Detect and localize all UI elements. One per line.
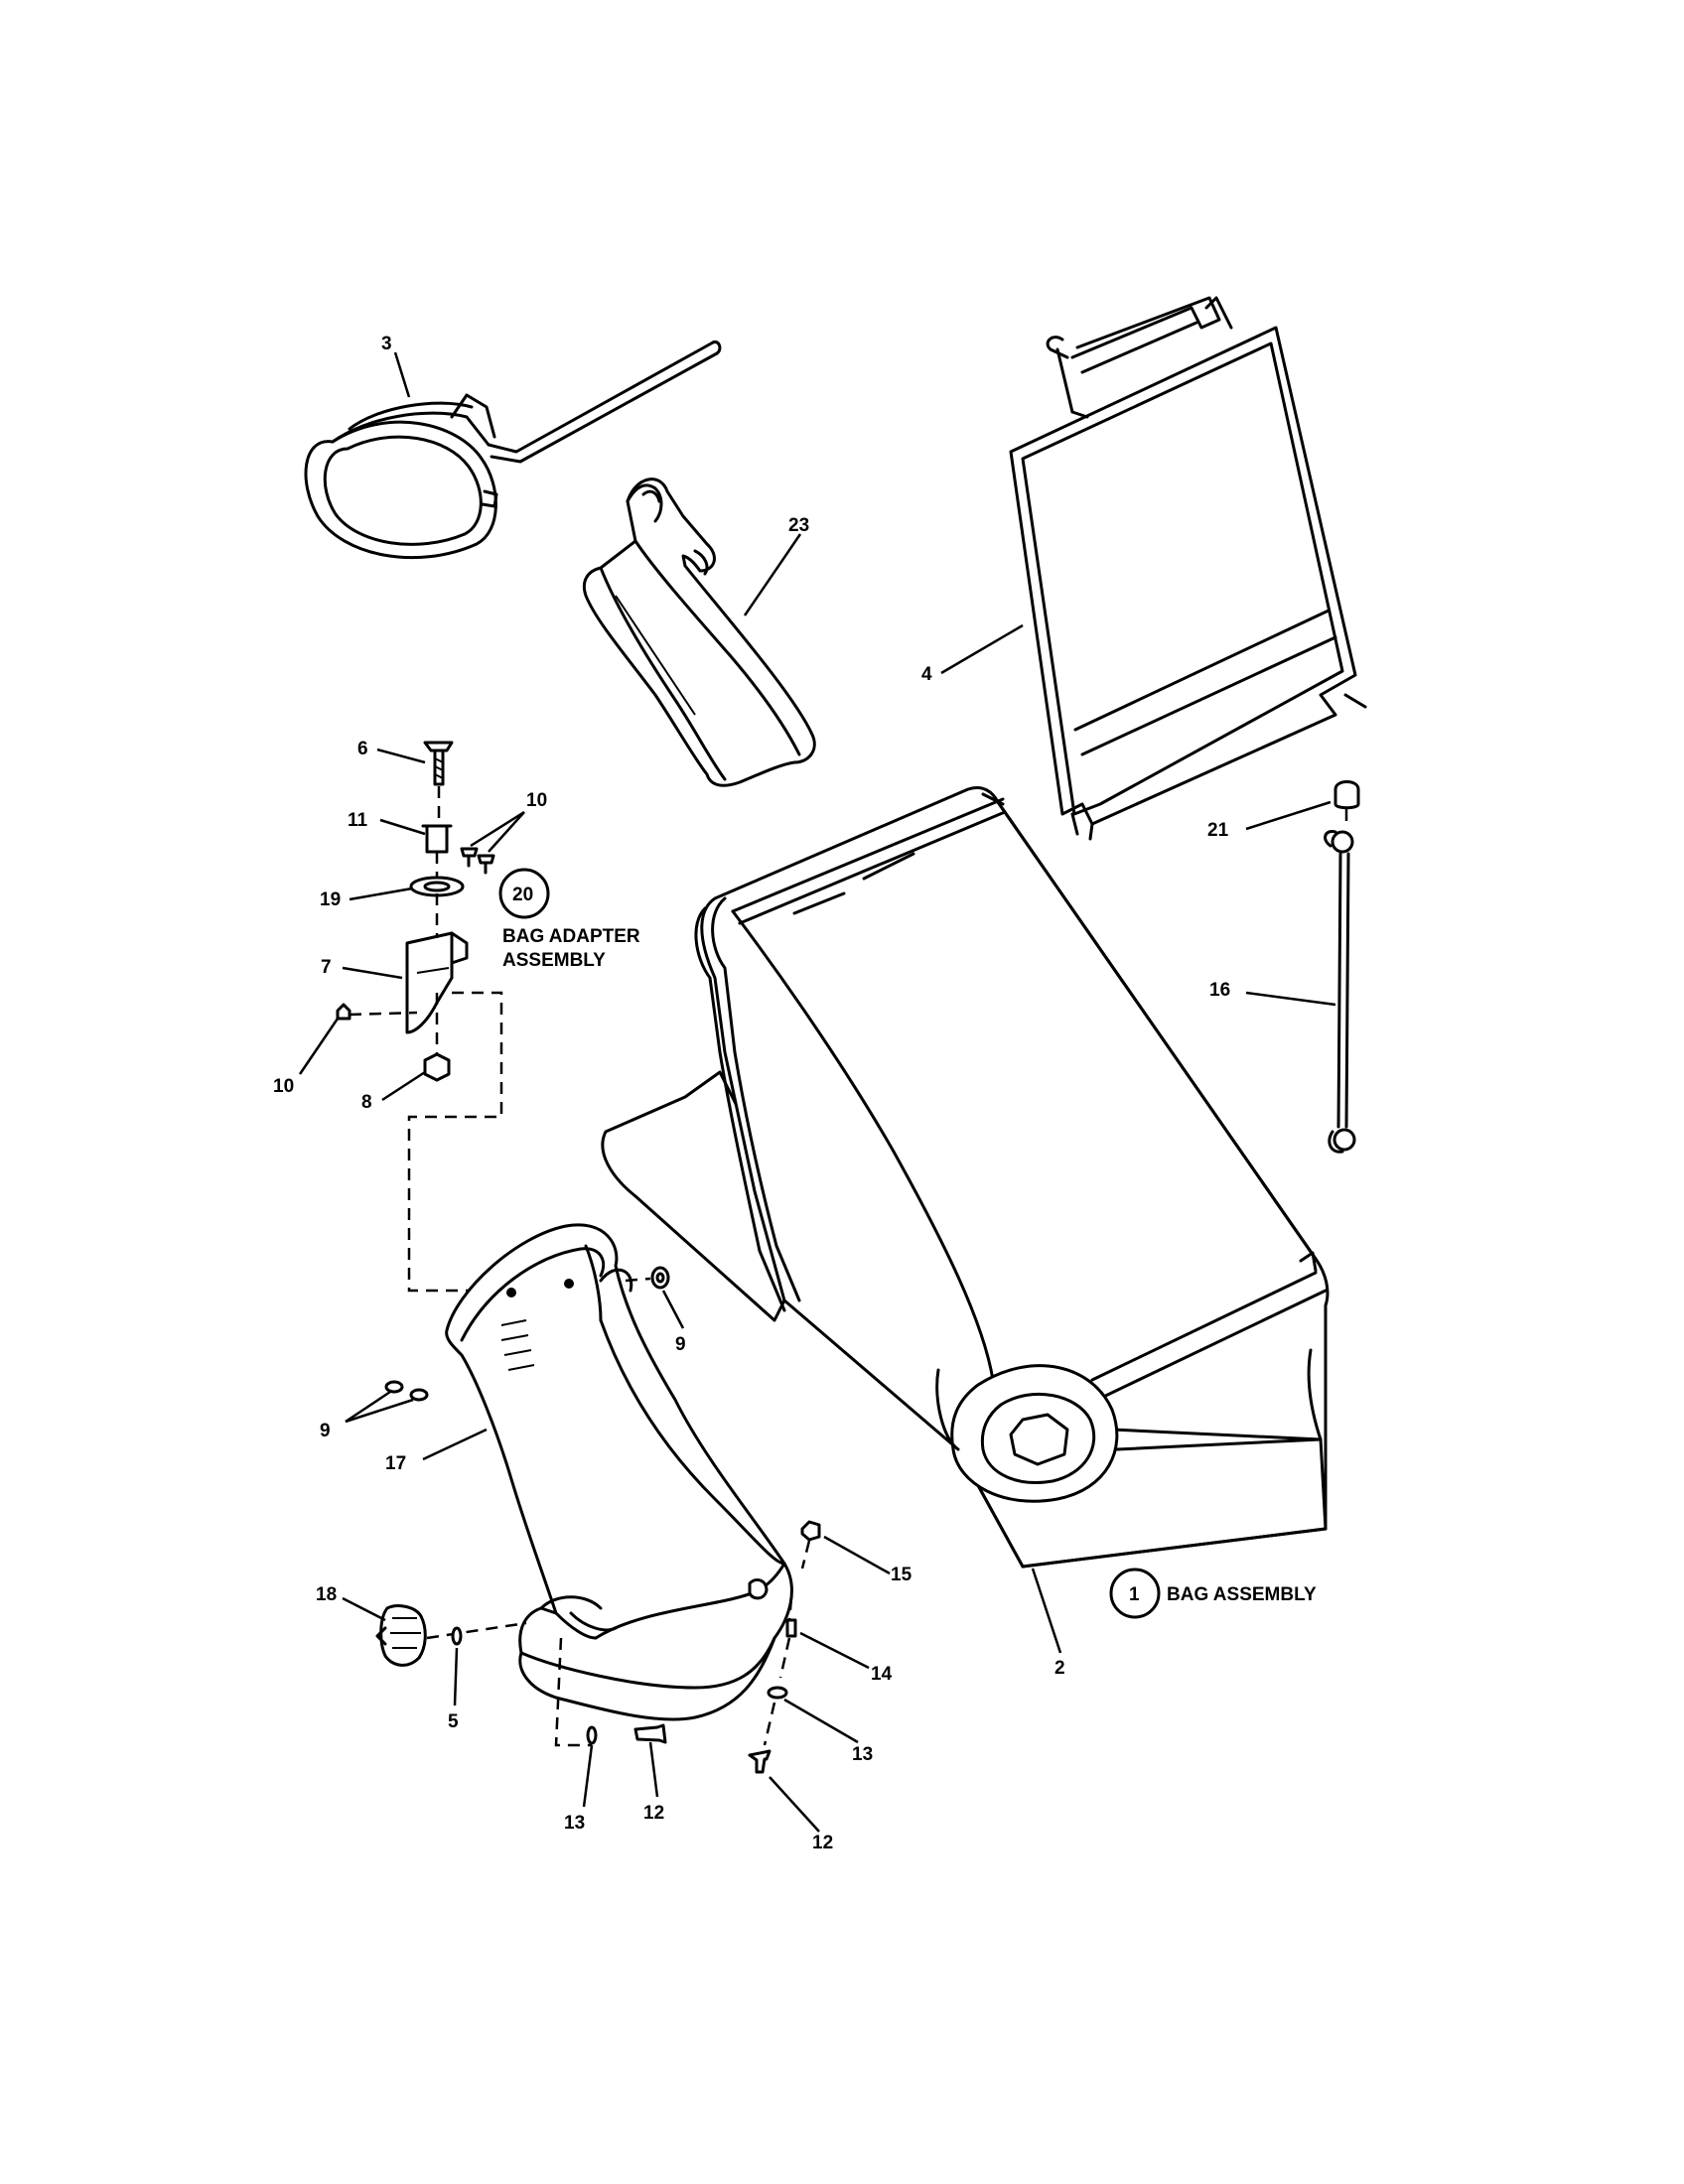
callout-numbers: 3 23 4 6 11 10 19 20 7 10 8 21 16 9 9 17… xyxy=(273,334,1230,1853)
callout-2: 2 xyxy=(1054,1658,1065,1679)
callout-12-left: 12 xyxy=(643,1803,664,1824)
callout-13-right: 13 xyxy=(852,1744,873,1765)
washer xyxy=(409,876,465,897)
nut xyxy=(423,1052,451,1082)
callout-1: 1 xyxy=(1129,1584,1140,1605)
bag-adapter-label-line2: ASSEMBLY xyxy=(502,950,606,971)
callout-10-lower: 10 xyxy=(273,1076,294,1097)
rod-cap xyxy=(1333,780,1360,829)
small-screw-lower xyxy=(336,1003,351,1021)
callout-9-right: 9 xyxy=(675,1334,686,1355)
adapter-bracket xyxy=(405,931,469,1034)
bag-adapter-label-line1: BAG ADAPTER xyxy=(502,926,640,947)
callout-23: 23 xyxy=(788,515,809,536)
discharge-chute xyxy=(582,478,816,787)
pin-12-right xyxy=(748,1749,772,1774)
bag-assembly-circle xyxy=(1109,1568,1161,1619)
callout-15: 15 xyxy=(891,1565,912,1585)
assembly-labels: BAG ADAPTER ASSEMBLY BAG ASSEMBLY xyxy=(502,926,1317,1605)
bolt-15 xyxy=(800,1520,821,1570)
screw xyxy=(423,741,454,786)
callout-13-left: 13 xyxy=(564,1813,585,1834)
knob xyxy=(375,1604,527,1667)
washer-13-right xyxy=(763,1686,788,1746)
callout-10-upper: 10 xyxy=(526,790,547,811)
callout-12-right: 12 xyxy=(812,1833,833,1853)
washers-left-pair xyxy=(384,1380,429,1402)
callout-14: 14 xyxy=(871,1664,893,1685)
callout-7: 7 xyxy=(321,957,332,978)
small-screws-pair xyxy=(460,847,495,875)
bag-adapter-assembly-circle xyxy=(498,868,550,919)
callout-20: 20 xyxy=(512,885,533,905)
callout-8: 8 xyxy=(361,1092,372,1113)
assembly-dashed-lines-adapter xyxy=(349,786,516,1293)
callout-6: 6 xyxy=(357,739,368,759)
callout-11: 11 xyxy=(348,810,368,831)
adapter-body xyxy=(445,1223,793,1721)
callout-18: 18 xyxy=(316,1584,337,1605)
callout-3: 3 xyxy=(381,334,392,354)
leader-lines xyxy=(298,351,1336,1833)
callout-5: 5 xyxy=(448,1711,459,1732)
bushing xyxy=(421,824,453,854)
rear-frame xyxy=(1009,296,1367,841)
pin-12-left xyxy=(633,1723,667,1744)
callout-9-left: 9 xyxy=(320,1421,331,1441)
support-rod xyxy=(1324,829,1356,1154)
callout-21: 21 xyxy=(1207,820,1229,841)
callout-19: 19 xyxy=(320,889,341,910)
nut-right xyxy=(625,1266,670,1290)
callout-4: 4 xyxy=(921,664,932,685)
grass-bag xyxy=(601,786,1330,1569)
bag-assembly-label: BAG ASSEMBLY xyxy=(1167,1584,1317,1605)
callout-16: 16 xyxy=(1209,980,1230,1001)
washer-5 xyxy=(451,1626,463,1646)
pin-14 xyxy=(778,1597,797,1679)
bag-frame-hoop xyxy=(304,340,722,560)
washer-13-left xyxy=(554,1637,598,1747)
callout-17: 17 xyxy=(385,1453,406,1474)
